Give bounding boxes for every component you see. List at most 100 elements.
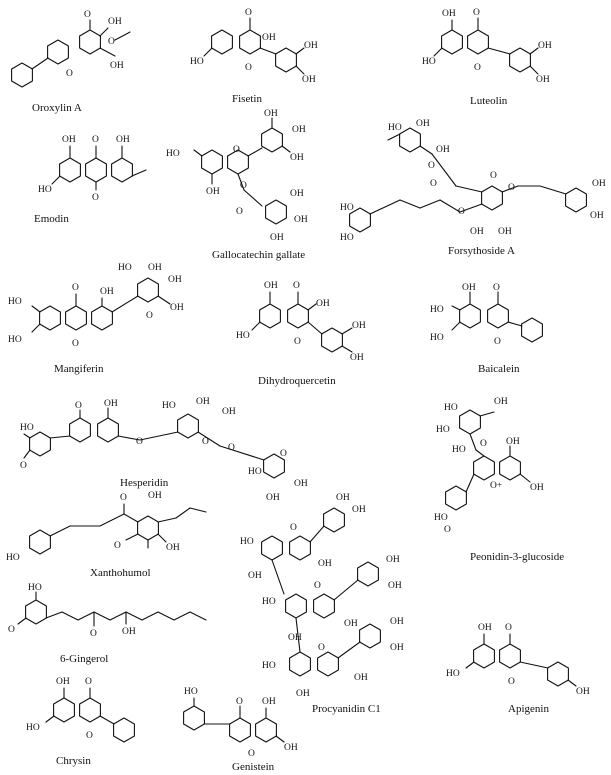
atom-label: O xyxy=(444,525,451,535)
atom-label: O xyxy=(233,145,240,155)
atom-label: OH xyxy=(538,41,552,51)
atom-label: OH xyxy=(590,211,604,221)
atom-label: OH xyxy=(294,215,308,225)
atom-label: HO xyxy=(430,333,444,343)
atom-label: OH xyxy=(304,41,318,51)
atom-label: O xyxy=(228,443,235,453)
atom-label: HO xyxy=(262,597,276,607)
atom-label: HO xyxy=(262,661,276,671)
atom-label: O xyxy=(430,179,437,189)
atom-label: HO xyxy=(28,583,42,593)
atom-label: OH xyxy=(262,697,276,707)
compound-name: Hesperidin xyxy=(120,477,169,489)
atom-label: OH xyxy=(56,677,70,687)
atom-label: O xyxy=(294,337,301,347)
structure-xanthohumol: O OH HO OH O xyxy=(6,491,207,563)
atom-label: OH xyxy=(166,543,180,553)
atom-label: HO xyxy=(340,233,354,243)
atom-label: O xyxy=(108,37,115,47)
atom-label: OH xyxy=(290,189,304,199)
structure-procyanidin-c1: OH OH O HO OH OH OH OH O HO OH OH OH OH … xyxy=(240,493,404,699)
atom-label: OH xyxy=(386,555,400,565)
atom-label: OH xyxy=(316,299,330,309)
atom-label: O xyxy=(202,437,209,447)
atom-label: HO xyxy=(236,331,250,341)
atom-label: OH xyxy=(62,135,76,145)
structure-genistein: HO O OH O OH xyxy=(183,687,298,759)
atom-label: HO xyxy=(240,537,254,547)
atom-label: OH xyxy=(168,275,182,285)
atom-label: O xyxy=(473,8,480,18)
atom-label: OH xyxy=(388,581,402,591)
structure-gallocatechin-gallate: HO OH O OH OH OH O O OH OH OH xyxy=(166,109,308,243)
structure-hesperidin: OH O HO O O HO OH OH O O HO O OH OH xyxy=(20,397,308,503)
atom-label: O xyxy=(75,401,82,411)
atom-label: HO xyxy=(166,149,180,159)
atom-label: HO xyxy=(184,687,198,697)
atom-label: OH xyxy=(262,33,276,43)
atom-label: OH xyxy=(506,437,520,447)
atom-label: OH xyxy=(336,493,350,503)
atom-label: O xyxy=(90,629,97,639)
atom-label: OH xyxy=(270,233,284,243)
atom-label: OH xyxy=(352,505,366,515)
structure-emodin: OH O OH O HO xyxy=(38,135,147,203)
atom-label: OH xyxy=(148,263,162,273)
compound-name: 6-Gingerol xyxy=(60,653,108,665)
atom-label: HO xyxy=(444,403,458,413)
atom-label: OH xyxy=(318,559,332,569)
atom-label: O xyxy=(248,749,255,759)
atom-label: O xyxy=(474,63,481,73)
atom-label: OH xyxy=(108,17,122,27)
atom-label: OH xyxy=(264,281,278,291)
atom-label: HO xyxy=(20,423,34,433)
atom-label: OH xyxy=(100,287,114,297)
atom-label: OH xyxy=(416,119,430,129)
atom-label: O xyxy=(428,161,435,171)
atom-label: O xyxy=(236,207,243,217)
compound-name: Baicalein xyxy=(478,363,520,375)
atom-label: HO xyxy=(430,305,444,315)
compound-name: Fisetin xyxy=(232,93,262,105)
atom-label: O xyxy=(84,10,91,20)
atom-label: HO xyxy=(340,203,354,213)
atom-label: O xyxy=(494,337,501,347)
compound-name: Forsythoside A xyxy=(448,245,515,257)
atom-label: O xyxy=(92,135,99,145)
compound-name: Emodin xyxy=(34,213,69,225)
atom-label: OH xyxy=(576,687,590,697)
atom-label: O xyxy=(493,283,500,293)
atom-label: HO xyxy=(162,401,176,411)
atom-label: OH xyxy=(290,153,304,163)
structure-fisetin: O OH O HO OH OH xyxy=(190,8,318,85)
atom-label: OH xyxy=(288,633,302,643)
atom-label: OH xyxy=(284,743,298,753)
atom-label: OH xyxy=(442,9,456,19)
atom-label: O xyxy=(66,69,73,79)
atom-label: O xyxy=(146,311,153,321)
atom-label: OH xyxy=(478,623,492,633)
atom-label: OH xyxy=(462,283,476,293)
atom-label: OH xyxy=(494,397,508,407)
atom-label: OH xyxy=(104,399,118,409)
structure-chrysin: OH O HO O xyxy=(26,677,135,743)
atom-label: HO xyxy=(422,57,436,67)
atom-label: OH xyxy=(436,145,450,155)
atom-label: OH xyxy=(470,227,484,237)
atom-label: O xyxy=(505,623,512,633)
atom-label: O xyxy=(314,581,321,591)
atom-label: OH xyxy=(390,643,404,653)
compound-name: Peonidin-3-glucoside xyxy=(470,551,564,563)
compound-name: Apigenin xyxy=(508,703,549,715)
atom-label: HO xyxy=(248,467,262,477)
compound-name: Oroxylin A xyxy=(32,102,82,114)
atom-label: HO xyxy=(8,297,22,307)
atom-label: OH xyxy=(344,619,358,629)
atom-label: OH xyxy=(222,407,236,417)
atom-label: HO xyxy=(6,553,20,563)
atom-label: O xyxy=(245,63,252,73)
atom-label: O xyxy=(114,541,121,551)
atom-label: O xyxy=(245,8,252,18)
